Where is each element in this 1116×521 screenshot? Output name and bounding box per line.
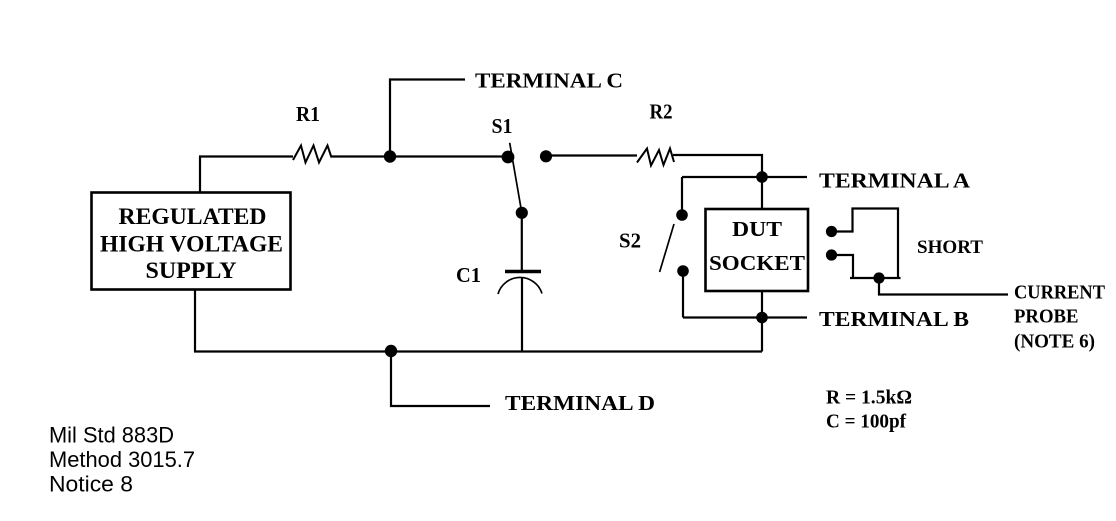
svg-text:TERMINAL D: TERMINAL D: [505, 391, 655, 415]
svg-text:CURRENT: CURRENT: [1014, 282, 1106, 304]
svg-text:TERMINAL B: TERMINAL B: [819, 307, 969, 331]
svg-text:Notice 8: Notice 8: [49, 472, 133, 497]
svg-text:SUPPLY: SUPPLY: [146, 258, 237, 283]
svg-text:(NOTE 6): (NOTE 6): [1014, 331, 1095, 353]
svg-text:Method 3015.7: Method 3015.7: [49, 447, 195, 472]
svg-text:R = 1.5kΩ: R = 1.5kΩ: [826, 387, 912, 409]
svg-text:S1: S1: [492, 114, 513, 138]
svg-text:C = 100pf: C = 100pf: [826, 411, 906, 433]
svg-text:Mil Std 883D: Mil Std 883D: [49, 423, 174, 448]
svg-text:REGULATED: REGULATED: [119, 204, 267, 229]
svg-text:R2: R2: [650, 100, 673, 124]
svg-text:PROBE: PROBE: [1014, 306, 1079, 328]
svg-text:TERMINAL C: TERMINAL C: [475, 69, 623, 93]
svg-text:HIGH VOLTAGE: HIGH VOLTAGE: [100, 232, 283, 257]
svg-text:SOCKET: SOCKET: [709, 251, 805, 275]
svg-text:C1: C1: [456, 263, 481, 287]
svg-text:S2: S2: [619, 229, 641, 253]
svg-text:SHORT: SHORT: [917, 237, 983, 258]
svg-text:DUT: DUT: [732, 217, 782, 241]
svg-text:R1: R1: [296, 102, 320, 126]
svg-text:TERMINAL A: TERMINAL A: [819, 169, 971, 193]
